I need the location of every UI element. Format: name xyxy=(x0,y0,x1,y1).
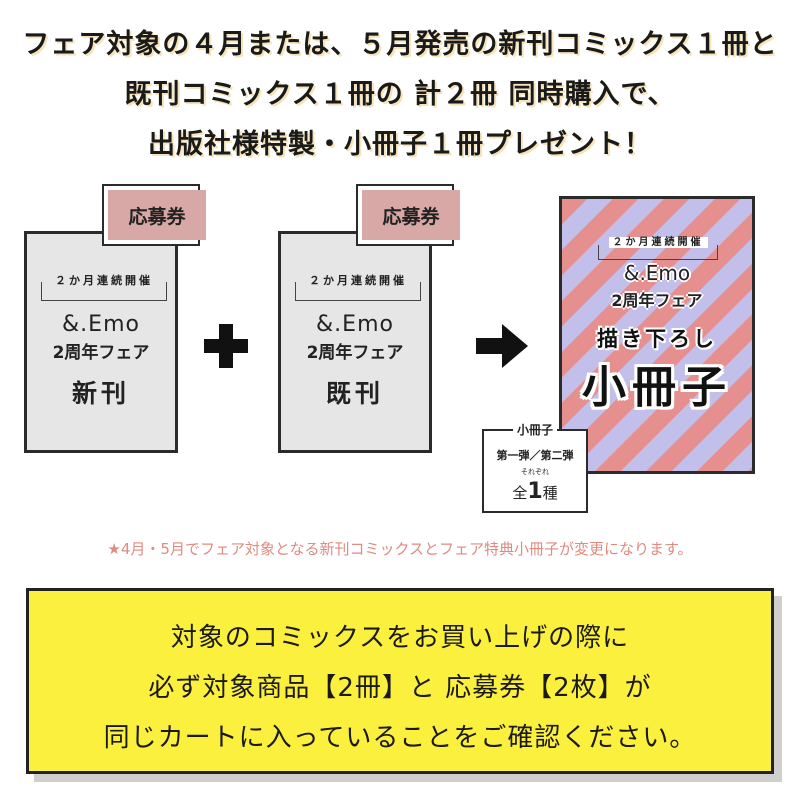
fair-title: 2周年フェア xyxy=(52,343,150,363)
booklet-brand: &.Emo xyxy=(623,261,691,285)
notice-line-3: 同じカートに入っていることをご確認ください。 xyxy=(103,723,697,753)
application-ticket: 応募券 xyxy=(356,184,460,246)
volume-box-subtitle: 第一弾／第二弾 xyxy=(496,449,574,462)
backlist-comic-cover: ２か月連続開催 &.Emo 2周年フェア 既刊 xyxy=(278,231,432,453)
application-ticket: 応募券 xyxy=(102,184,206,246)
ticket-label: 応募券 xyxy=(362,190,460,240)
booklet-series-label: ２か月連続開催 xyxy=(598,237,718,260)
booklet-cover: ２か月連続開催 &.Emo 2周年フェア 描き下ろし 小冊子 xyxy=(559,196,755,474)
new-comic-label: 新刊 xyxy=(71,379,130,408)
notice-line-1: 対象のコミックスをお買い上げの際に xyxy=(170,623,630,653)
volume-box-title: 小冊子 xyxy=(484,421,586,438)
brand-logo: &.Emo xyxy=(62,312,140,337)
booklet-subtitle: 描き下ろし xyxy=(597,327,717,351)
new-comic-cover: ２か月連続開催 &.Emo 2周年フェア 新刊 xyxy=(24,231,178,453)
plus-icon xyxy=(204,324,248,368)
series-label: ２か月連続開催 xyxy=(295,274,421,301)
fair-title: 2周年フェア xyxy=(306,343,404,363)
backlist-comic-label: 既刊 xyxy=(325,379,384,408)
series-label: ２か月連続開催 xyxy=(41,274,167,301)
volume-box-count: 全1種 xyxy=(512,479,558,504)
headline-line-2: 既刊コミックス１冊の 計２冊 同時購入で、 xyxy=(124,79,676,110)
booklet-title: 小冊子 xyxy=(582,362,732,413)
headline-line-3: 出版社様特製・小冊子１冊プレゼント！ xyxy=(148,129,652,160)
volume-box-note: それぞれ xyxy=(521,468,549,476)
booklet-fair-title: 2周年フェア xyxy=(611,291,703,310)
ticket-label: 応募券 xyxy=(108,190,206,240)
booklet-volume-box: 小冊子 第一弾／第二弾 それぞれ 全1種 xyxy=(482,423,588,513)
brand-logo: &.Emo xyxy=(316,312,394,337)
notice-line-2: 必ず対象商品【2冊】と 応募券【2枚】が xyxy=(148,673,652,703)
notice-box: 対象のコミックスをお買い上げの際に 必ず対象商品【2冊】と 応募券【2枚】が 同… xyxy=(26,588,774,774)
headline-line-1: フェア対象の４月または、５月発売の新刊コミックス１冊と xyxy=(22,29,778,60)
change-note: ★4月・5月でフェア対象となる新刊コミックスとフェア特典小冊子が変更になります。 xyxy=(107,540,693,558)
arrow-right-icon xyxy=(476,324,528,368)
